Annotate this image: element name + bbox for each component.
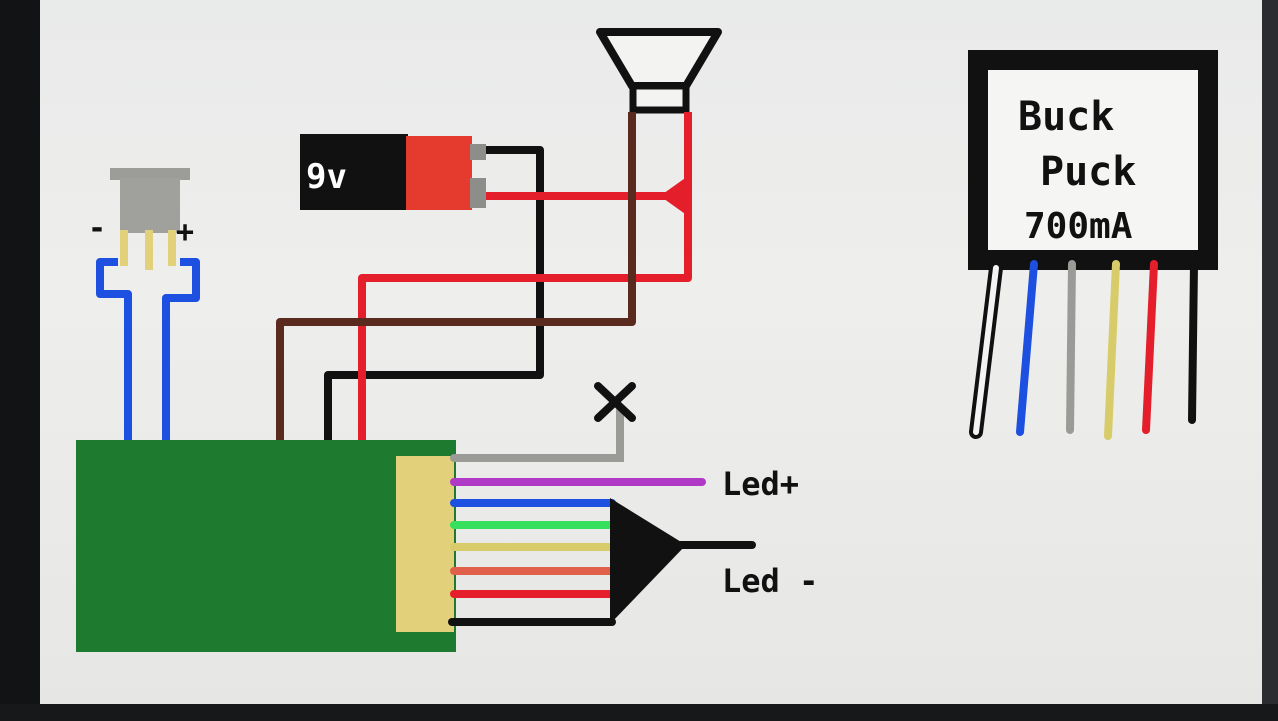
yellow-lead: [1104, 260, 1120, 440]
grey-wire-unused: [450, 406, 624, 462]
jack-body: [120, 178, 180, 233]
battery-9v: 9v: [300, 134, 486, 210]
speaker-magnet: [629, 82, 690, 114]
speaker-negative-wire: [276, 112, 636, 448]
jack-wires: [96, 258, 200, 445]
monitor-bezel-bottom: [0, 704, 1278, 721]
grey-lead: [1066, 260, 1076, 434]
jack-plus-label: +: [176, 215, 194, 250]
board-connector: [396, 456, 454, 632]
monitor-bezel-left: [0, 0, 40, 721]
battery-terminal-top: [470, 144, 486, 160]
power-wires: [276, 112, 692, 448]
speaker-positive-wire: [358, 112, 692, 448]
pcb: [76, 440, 456, 652]
jack-pin-right: [168, 230, 176, 266]
wire-merge-funnel: [610, 498, 686, 624]
led-negative-label: Led -: [722, 562, 818, 600]
battery-negative-wire: [324, 146, 544, 448]
red-lead: [1142, 260, 1158, 434]
driver-leads: [969, 260, 1198, 440]
jack-flange: [110, 168, 190, 180]
monitor-bezel-right: [1262, 0, 1278, 721]
jack-pin-center: [145, 230, 153, 270]
speaker: [596, 28, 722, 114]
battery-black-body: [300, 134, 408, 210]
dc-jack: - +: [88, 168, 194, 270]
white-lead: [973, 265, 999, 435]
driver-label-line3: 700mA: [1024, 206, 1133, 247]
driver-label-line1: Buck: [1018, 94, 1114, 140]
unused-marker: [594, 382, 636, 422]
black-lead: [1188, 260, 1198, 424]
jack-minus-label: -: [88, 211, 106, 246]
driver-label-line2: Puck: [1040, 149, 1136, 195]
buck-puck-driver: Buck Puck 700mA: [968, 50, 1218, 270]
speaker-cone: [596, 28, 722, 90]
red-wire-junction: [660, 176, 688, 216]
led-wires: [448, 406, 756, 626]
driver-body: [968, 50, 1218, 270]
x-stroke-2: [594, 382, 636, 422]
jack-pin-left: [120, 230, 128, 266]
jack-wire-left: [96, 258, 132, 445]
circuit-board: [76, 440, 456, 652]
battery-red-body: [406, 136, 472, 210]
jack-wire-right: [162, 258, 200, 445]
battery-label: 9v: [306, 157, 347, 197]
battery-terminal-bottom: [470, 178, 486, 208]
led-positive-label: Led+: [722, 465, 799, 503]
blue-lead: [1016, 260, 1038, 436]
